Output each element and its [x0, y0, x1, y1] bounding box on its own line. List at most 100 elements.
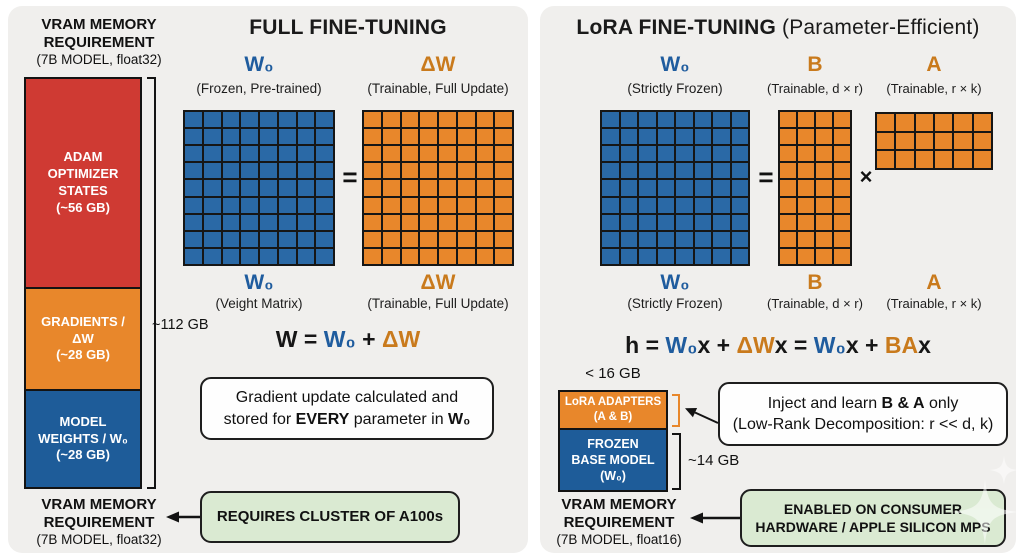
bar-segment-frozen-base: FROZEN BASE MODEL (W₀)	[558, 430, 668, 492]
matrix-cell	[602, 248, 619, 264]
bar-segment-gradients: GRADIENTS / ΔW (~28 GB)	[26, 287, 140, 389]
matrix-cell	[185, 112, 202, 128]
matrix-cell	[241, 129, 258, 145]
matrix-cell	[364, 231, 381, 247]
matrix-cell	[420, 129, 437, 145]
lora-equation: h = W₀x + ΔWx = W₀x + BAx	[578, 332, 978, 359]
lora-w0-caption-bottom: (Strictly Frozen)	[627, 296, 723, 311]
text-part: x	[918, 332, 931, 358]
matrix-cell	[439, 214, 456, 230]
matrix-cell	[439, 197, 456, 213]
matrix-cell	[602, 231, 619, 247]
matrix-cell	[476, 197, 494, 213]
matrix-cell	[316, 197, 333, 213]
gradient-update-callout: Gradient update calculated and stored fo…	[200, 377, 494, 440]
matrix-cell	[382, 112, 400, 128]
matrix-cell	[602, 146, 619, 162]
lora-a-matrix	[875, 112, 993, 170]
matrix-cell	[798, 129, 814, 145]
matrix-cell	[676, 146, 693, 162]
text-part: W₀	[323, 326, 356, 352]
matrix-cell	[713, 163, 730, 179]
matrix-cell	[241, 248, 258, 264]
matrix-cell	[364, 214, 381, 230]
matrix-cell	[382, 163, 400, 179]
matrix-cell	[713, 248, 730, 264]
matrix-cell	[620, 180, 637, 196]
lora-b-symbol-top: B	[807, 53, 823, 76]
matrix-cell	[798, 214, 814, 230]
bar-segment-model-weights: MODEL WEIGHTS / W₀ (~28 GB)	[26, 389, 140, 487]
matrix-cell	[364, 146, 381, 162]
matrix-cell	[382, 214, 400, 230]
w0-caption-bottom: (Veight Matrix)	[215, 296, 303, 311]
matrix-cell	[954, 114, 972, 131]
matrix-cell	[457, 214, 475, 230]
matrix-cell	[834, 214, 850, 230]
matrix-cell	[382, 146, 400, 162]
matrix-cell	[780, 197, 796, 213]
matrix-cell	[780, 112, 796, 128]
dw-update-matrix	[362, 110, 514, 266]
matrix-cell	[457, 180, 475, 196]
matrix-cell	[657, 248, 674, 264]
matrix-cell	[657, 214, 674, 230]
matrix-cell	[382, 231, 400, 247]
text-part: (Low-Rank Decomposition: r << d, k)	[732, 416, 994, 433]
matrix-cell	[420, 197, 437, 213]
matrix-cell	[260, 214, 277, 230]
matrix-cell	[676, 214, 693, 230]
matrix-cell	[620, 214, 637, 230]
matrix-cell	[657, 163, 674, 179]
matrix-cell	[278, 231, 296, 247]
matrix-cell	[877, 114, 895, 131]
matrix-cell	[495, 197, 512, 213]
matrix-cell	[954, 151, 972, 168]
matrix-cell	[222, 146, 240, 162]
matrix-cell	[896, 151, 914, 168]
matrix-cell	[639, 129, 656, 145]
lora-a-symbol-bottom: A	[926, 271, 942, 294]
matrix-cell	[420, 231, 437, 247]
matrix-cell	[694, 231, 711, 247]
matrix-cell	[401, 180, 419, 196]
matrix-cell	[401, 231, 419, 247]
matrix-cell	[694, 129, 711, 145]
matrix-cell	[877, 151, 895, 168]
matrix-cell	[439, 163, 456, 179]
matrix-cell	[798, 231, 814, 247]
matrix-cell	[495, 146, 512, 162]
lora-w0-symbol-bottom: W₀	[660, 271, 690, 294]
matrix-cell	[834, 112, 850, 128]
matrix-cell	[457, 197, 475, 213]
matrix-cell	[297, 214, 315, 230]
text-part: h =	[625, 332, 666, 358]
matrix-cell	[657, 231, 674, 247]
matrix-cell	[973, 114, 991, 131]
matrix-cell	[241, 231, 258, 247]
matrix-cell	[203, 163, 221, 179]
vram-header-bottom-title: VRAM MEMORY REQUIREMENT	[41, 496, 157, 531]
matrix-cell	[816, 112, 832, 128]
matrix-cell	[495, 129, 512, 145]
matrix-cell	[816, 129, 832, 145]
matrix-cell	[915, 132, 933, 150]
lora-b-symbol-bottom: B	[807, 271, 823, 294]
matrix-cell	[657, 146, 674, 162]
matrix-cell	[439, 146, 456, 162]
matrix-cell	[241, 112, 258, 128]
matrix-cell	[222, 214, 240, 230]
matrix-cell	[495, 163, 512, 179]
matrix-cell	[297, 231, 315, 247]
full-finetuning-title: FULL FINE-TUNING	[249, 16, 447, 39]
dw-caption-top: (Trainable, Full Update)	[367, 81, 509, 96]
w0-weight-matrix	[183, 110, 335, 266]
matrix-cell	[297, 129, 315, 145]
text-part: x	[845, 332, 859, 358]
callout-line-1: Gradient update calculated and	[236, 387, 458, 408]
matrix-cell	[620, 163, 637, 179]
lora-w0-symbol-top: W₀	[660, 53, 690, 76]
lora-vram-header-bottom: VRAM MEMORY REQUIREMENT (7B MODEL, float…	[546, 496, 692, 547]
base-model-size-label: ~14 GB	[688, 452, 740, 469]
